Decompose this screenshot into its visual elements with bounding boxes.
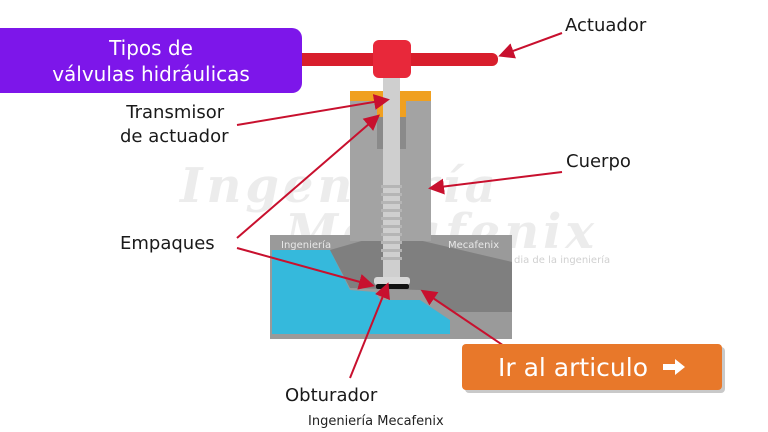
seal (376, 284, 409, 289)
title-line2: válvulas hidráulicas (52, 61, 250, 86)
go-to-article-button[interactable]: Ir al articulo (462, 344, 722, 390)
label-obturador: Obturador (285, 385, 378, 406)
callout-arrows (236, 32, 563, 379)
arrow-right-icon (663, 359, 685, 375)
cta-label: Ir al articulo (498, 352, 648, 382)
title-banner: Tipos de válvulas hidráulicas (0, 28, 302, 93)
label-empaques: Empaques (120, 233, 215, 254)
watermark-tagline: dia de la ingeniería (514, 255, 611, 266)
label-transmisor-line1: Transmisor (126, 102, 225, 123)
body-watermark-left: Ingeniería (281, 240, 332, 251)
footer-credit: Ingeniería Mecafenix (308, 414, 444, 429)
plug (374, 277, 410, 285)
label-transmisor: Transmisor de actuador (120, 101, 228, 149)
valve-stem (383, 78, 400, 283)
body-watermark-right: Mecafenix (448, 240, 500, 251)
title-line1: Tipos de (109, 35, 193, 60)
label-actuador: Actuador (565, 15, 647, 36)
water-flow (272, 250, 450, 334)
actuator-hub (373, 40, 411, 78)
label-cuerpo: Cuerpo (566, 151, 631, 172)
label-transmisor-line2: de actuador (120, 126, 229, 147)
